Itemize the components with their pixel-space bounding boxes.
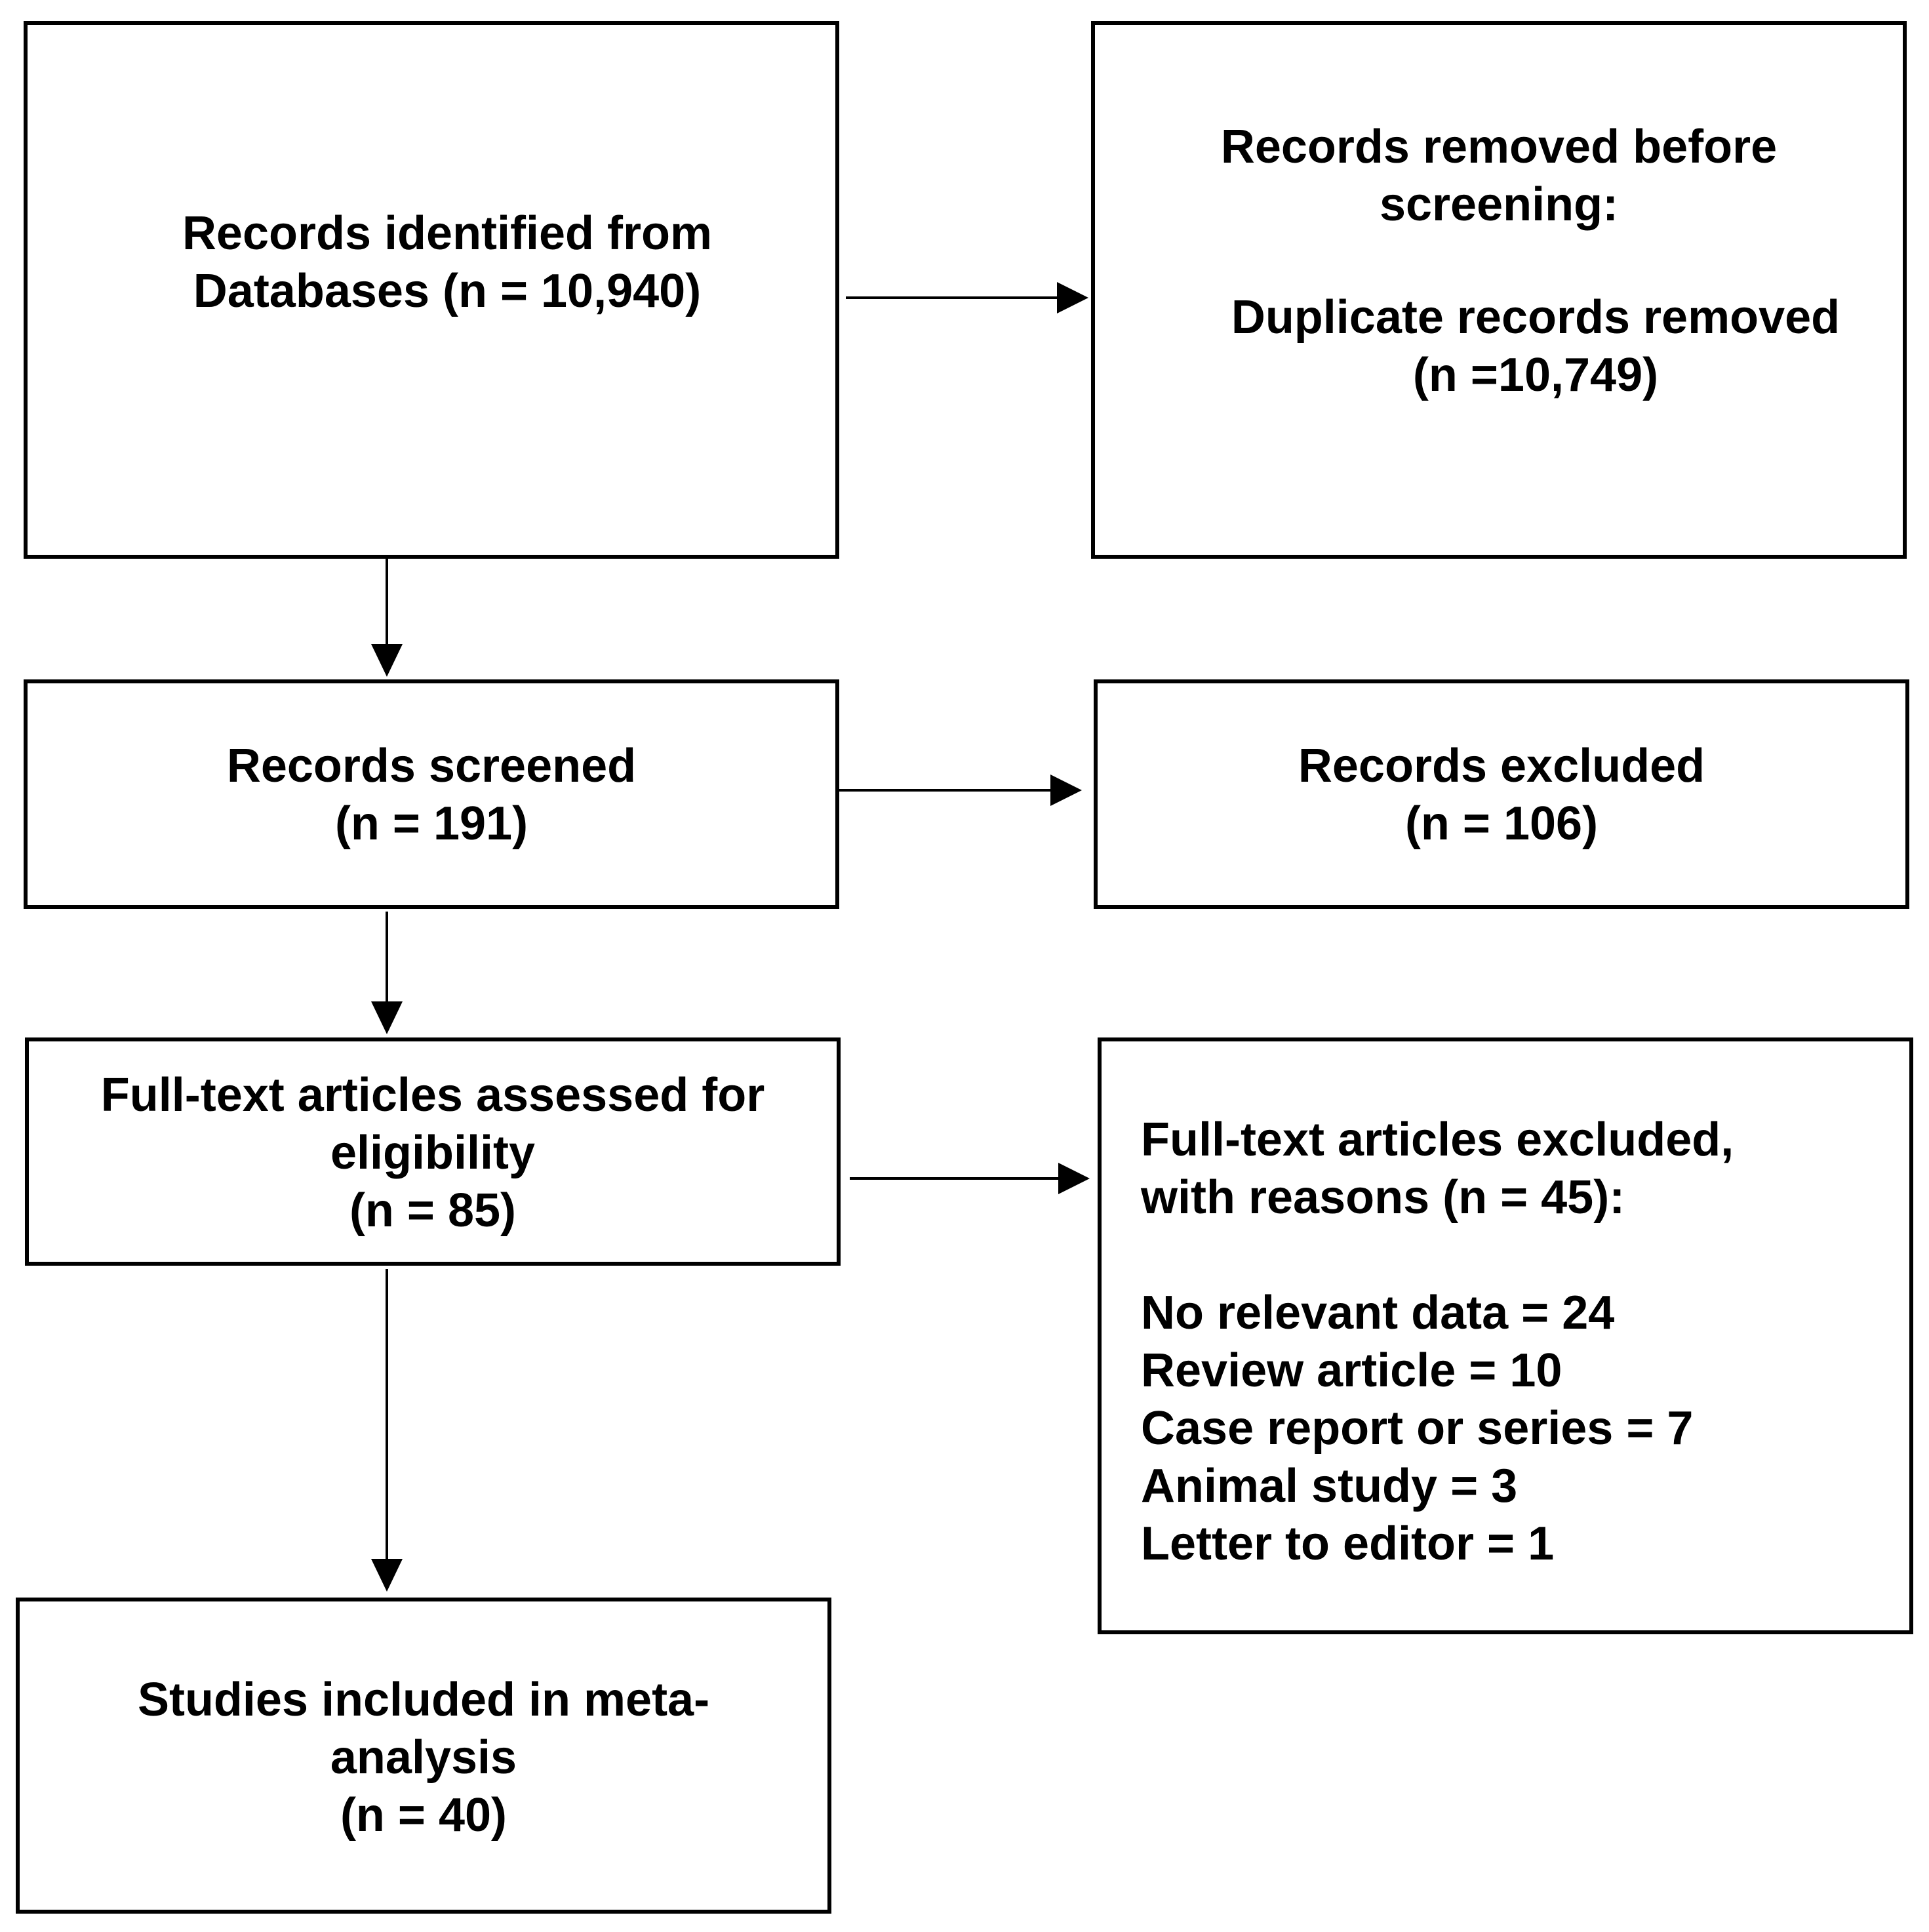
studies-included-text: Studies included in meta- analysis (n = … xyxy=(16,1671,831,1844)
records-identified-line-2: Databases (n = 10,940) xyxy=(193,265,702,317)
fulltext-assessed-box xyxy=(25,1037,841,1266)
records-removed-heading-line-2: screening: xyxy=(1379,178,1619,231)
records-screened-count: (n = 191) xyxy=(334,797,528,850)
exclusion-reason-item: Review article = 10 xyxy=(1141,1344,1562,1397)
arrow-fulltext-to-included xyxy=(371,1269,403,1592)
records-identified-box xyxy=(24,21,839,559)
duplicate-records-count: (n =10,749) xyxy=(1412,349,1659,401)
records-screened-box xyxy=(24,679,839,909)
records-removed-heading: Records removed before screening: xyxy=(1091,118,1907,233)
records-excluded-text: Records excluded (n = 106) xyxy=(1094,737,1909,853)
studies-included-line-1: Studies included in meta- xyxy=(137,1674,710,1726)
fulltext-assessed-line-2: eligibility xyxy=(330,1127,536,1179)
duplicate-records-label: Duplicate records removed xyxy=(1231,291,1840,344)
studies-included-count: (n = 40) xyxy=(340,1789,507,1841)
exclusion-reason-item: No relevant data = 24 xyxy=(1141,1287,1615,1339)
arrow-screened-to-excluded xyxy=(838,775,1082,806)
fulltext-assessed-count: (n = 85) xyxy=(349,1184,517,1237)
fulltext-excluded-box xyxy=(1098,1037,1913,1634)
records-identified-text: Records identified from Databases (n = 1… xyxy=(24,205,871,320)
records-excluded-box xyxy=(1094,679,1909,909)
exclusion-reason-item: Case report or series = 7 xyxy=(1141,1402,1694,1455)
fulltext-assessed-text: Full-text articles assessed for eligibil… xyxy=(25,1066,841,1239)
arrow-identified-to-screened xyxy=(371,557,403,677)
records-screened-label: Records screened xyxy=(226,740,637,792)
exclusion-reason-item: Letter to editor = 1 xyxy=(1141,1518,1555,1570)
records-excluded-count: (n = 106) xyxy=(1404,797,1599,850)
studies-included-box xyxy=(16,1598,831,1914)
records-excluded-label: Records excluded xyxy=(1298,740,1705,792)
arrow-screened-to-fulltext xyxy=(371,912,403,1034)
records-screened-text: Records screened (n = 191) xyxy=(24,737,839,853)
arrow-identified-to-removed xyxy=(846,282,1088,313)
studies-included-line-2: analysis xyxy=(330,1731,517,1784)
arrow-fulltext-to-fulltext-excluded xyxy=(850,1163,1090,1194)
fulltext-assessed-line-1: Full-text articles assessed for xyxy=(100,1069,765,1121)
fulltext-excluded-heading-line-2: with reasons (n = 45): xyxy=(1141,1171,1625,1224)
fulltext-excluded-text: Full-text articles excluded, with reason… xyxy=(1141,1111,1734,1573)
records-identified-line-1: Records identified from xyxy=(182,207,713,260)
records-removed-detail: Duplicate records removed (n =10,749) xyxy=(1091,289,1929,404)
fulltext-excluded-heading-line-1: Full-text articles excluded, xyxy=(1141,1114,1734,1166)
records-removed-heading-line-1: Records removed before xyxy=(1220,121,1778,173)
records-removed-box xyxy=(1091,21,1907,559)
exclusion-reason-item: Animal study = 3 xyxy=(1141,1460,1518,1512)
fulltext-excluded-spacer xyxy=(1141,1226,1734,1284)
